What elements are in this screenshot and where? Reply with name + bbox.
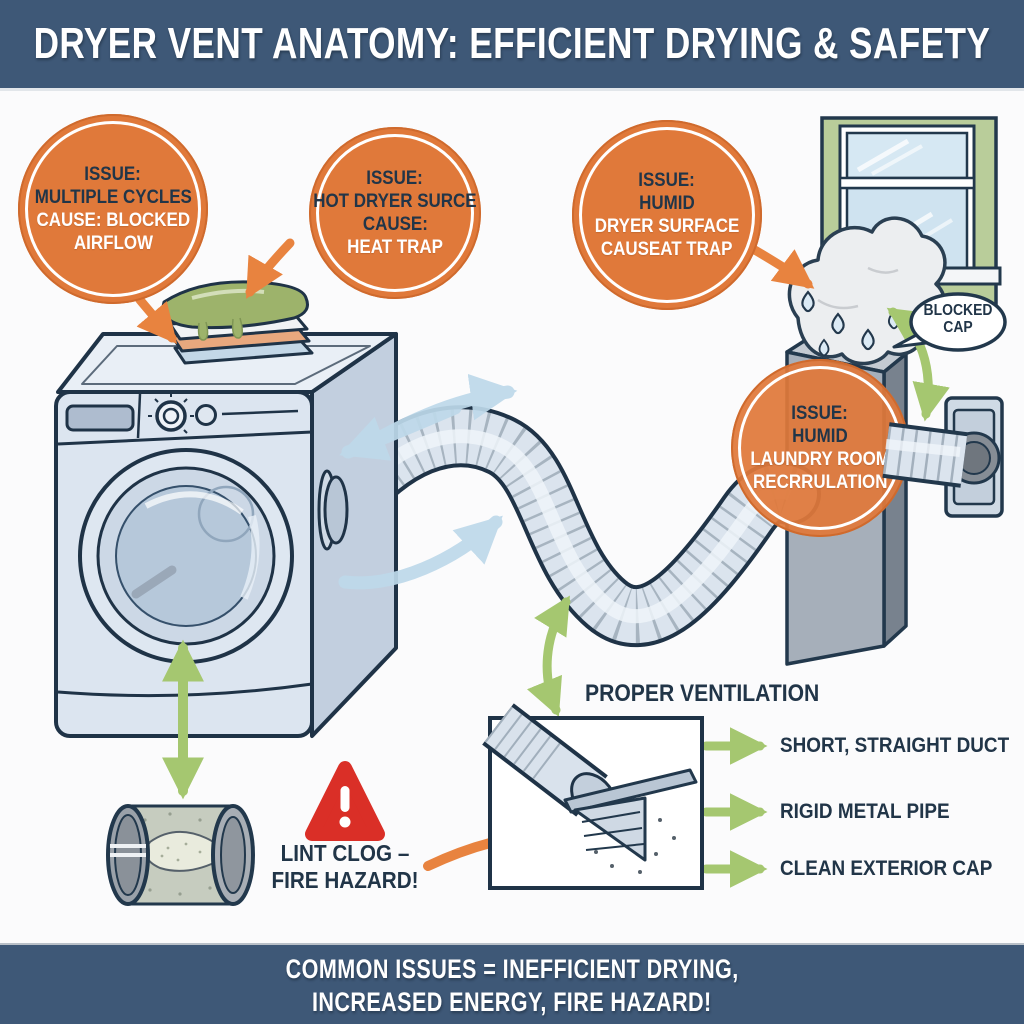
page-title: DRYER VENT ANATOMY: EFFICIENT DRYING & S…	[33, 19, 991, 68]
airflow-arrow-out-bottom	[338, 515, 503, 590]
footer-banner: COMMON ISSUES = INEFFICIENT DRYING, INCR…	[0, 943, 1024, 1024]
warning-triangle-icon	[305, 761, 385, 841]
guidance-arrows	[162, 595, 768, 888]
issue-line: CAUSE: BLOCKED	[36, 209, 190, 231]
issue-line: LAUNDRY ROOM	[750, 448, 890, 470]
issue-line: ISSUE:	[638, 169, 696, 191]
header-banner: DRYER VENT ANATOMY: EFFICIENT DRYING & S…	[0, 0, 1024, 91]
footer-line2: INCREASED ENERGY, FIRE HAZARD!	[312, 986, 712, 1017]
dryer-button	[195, 404, 217, 426]
wall-to-cap-duct	[882, 422, 968, 488]
issue-line: CAUSE:	[362, 213, 428, 235]
proper-ventilation-heading: PROPER VENTILATION	[585, 680, 820, 707]
airflow-arrows	[338, 373, 518, 590]
blocked-cap-line2: CAP	[943, 319, 973, 337]
issue-line: MULTIPLE CYCLES	[34, 186, 192, 208]
blocked-cap-line1: BLOCKED	[923, 302, 993, 319]
issue-circle-humid-laundry-room: ISSUE: HUMID LAUNDRY ROOM RECRRULATION	[731, 359, 909, 537]
issue-line: CAUSEAT TRAP	[601, 238, 733, 260]
issue-circle-humid-surface: ISSUE: HUMID DRYER SURFACE CAUSEAT TRAP	[572, 120, 762, 310]
issue-line: ISSUE:	[791, 402, 849, 424]
issue-line: AIRFLOW	[73, 232, 153, 254]
lint-clog-line2: FIRE HAZARD!	[271, 867, 419, 893]
issue-line: ISSUE:	[84, 163, 142, 185]
issue-line: RECRRULATION	[752, 471, 888, 493]
duct-to-box-arrow	[527, 595, 571, 717]
blocked-cap-label: BLOCKED CAP	[910, 302, 1006, 337]
dryer-door	[78, 448, 294, 664]
footer-line1: COMMON ISSUES = INEFFICIENT DRYING,	[285, 954, 739, 985]
dryer-illustration	[54, 332, 398, 738]
issue-circle-heat-trap: ISSUE: HOT DRYER SURCE CAUSE: HEAT TRAP	[309, 127, 481, 299]
issue-line: ISSUE:	[366, 167, 424, 189]
proper-ventilation-box	[482, 703, 704, 890]
lint-clog-label: LINT CLOG – FIRE HAZARD!	[245, 840, 445, 894]
airflow-arrow-out-top	[355, 373, 518, 455]
issue-line: HUMID	[639, 192, 695, 214]
issue1-arrow	[135, 295, 178, 345]
flexible-duct	[315, 405, 821, 647]
checklist-item-2: RIGID METAL PIPE	[780, 799, 950, 823]
issue-line: HEAT TRAP	[347, 236, 443, 258]
checklist-item-1: SHORT, STRAIGHT DUCT	[780, 733, 1010, 757]
checklist-item-3: CLEAN EXTERIOR CAP	[780, 856, 993, 880]
issue-line: DRYER SURFACE	[594, 215, 740, 237]
issue-line: HOT DRYER SURCE	[313, 190, 477, 212]
lint-clog-line1: LINT CLOG –	[280, 840, 410, 866]
recirculation-arrow	[886, 307, 950, 422]
clothes-stack	[161, 280, 314, 365]
lint-clogged-duct	[106, 804, 255, 906]
issue2-arrow	[245, 238, 295, 299]
blocked-cap-bubble	[892, 292, 1007, 352]
issue-circle-blocked-airflow: ISSUE: MULTIPLE CYCLES CAUSE: BLOCKED AI…	[18, 114, 208, 304]
issue-line: HUMID	[792, 425, 848, 447]
dryer-display	[65, 404, 135, 432]
dryer-knob	[148, 393, 194, 434]
